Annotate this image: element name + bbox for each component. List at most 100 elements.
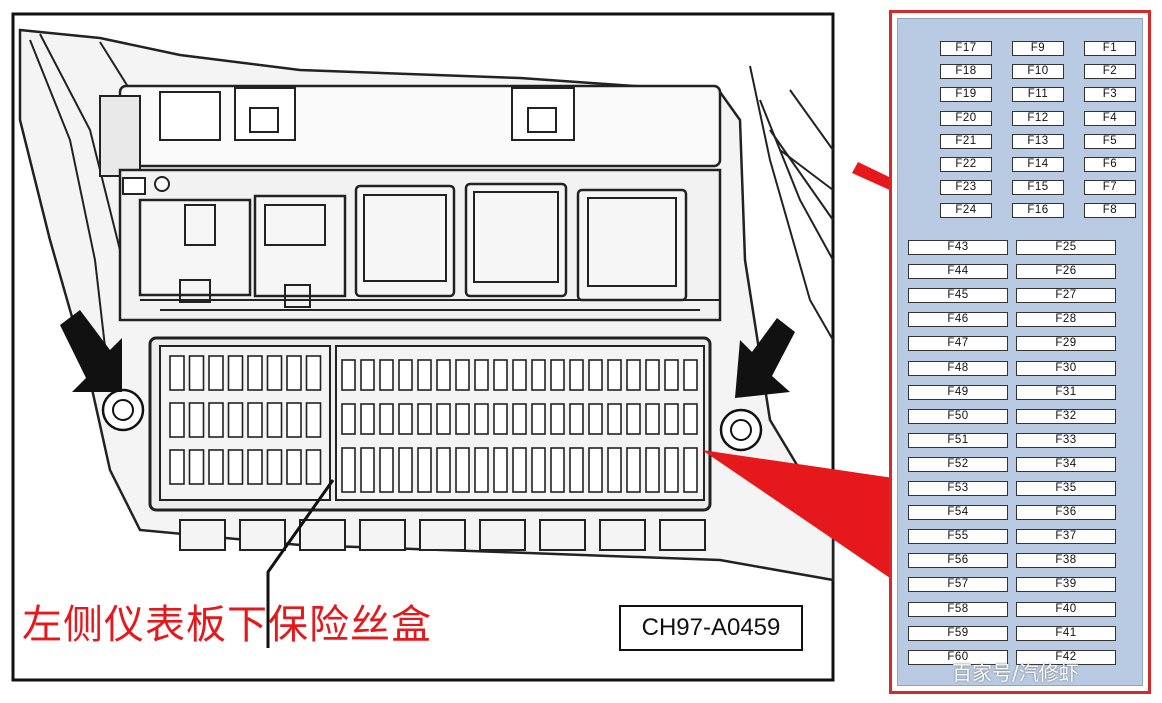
mini-fuse <box>493 359 508 391</box>
mini-fuse <box>208 355 224 391</box>
mini-fuse <box>341 359 356 391</box>
fuse-f60: F60 <box>908 649 1008 665</box>
fuse-f6: F6 <box>1084 157 1136 172</box>
fuse-f36: F36 <box>1016 505 1116 521</box>
mini-fuse <box>360 403 375 435</box>
fuse-f7: F7 <box>1084 180 1136 196</box>
mini-fuse <box>569 447 584 493</box>
red-pointer-wedge <box>702 450 893 580</box>
mini-fuse <box>683 359 698 391</box>
mini-fuse <box>305 449 322 485</box>
fuse-f24: F24 <box>940 203 992 219</box>
mini-fuse <box>455 359 470 391</box>
fuse-f38: F38 <box>1016 553 1116 569</box>
mini-fuse <box>664 403 679 435</box>
mini-fuse <box>550 359 565 391</box>
mini-fuse <box>247 355 263 391</box>
mini-fuse <box>645 359 660 391</box>
fuse-f5: F5 <box>1084 133 1136 149</box>
mini-fuse <box>341 447 356 493</box>
mini-fuse <box>588 403 603 435</box>
mini-fuse <box>169 402 185 438</box>
mini-fuse <box>188 449 205 485</box>
mini-fuse <box>417 447 432 493</box>
mini-fuse <box>247 402 263 438</box>
mini-fuse <box>588 447 603 493</box>
fuse-f57: F57 <box>908 577 1008 593</box>
fuse-f41: F41 <box>1016 625 1116 641</box>
fuse-f15: F15 <box>1012 180 1064 196</box>
fuse-f37: F37 <box>1016 529 1116 545</box>
mini-fuse <box>266 402 283 438</box>
fuse-f28: F28 <box>1016 312 1116 328</box>
mini-fuse <box>607 403 622 435</box>
mini-fuse <box>398 403 413 435</box>
mini-fuse <box>188 355 205 391</box>
fuse-f42: F42 <box>1016 649 1116 665</box>
mini-fuse <box>645 403 660 435</box>
fuse-f26: F26 <box>1016 264 1116 280</box>
fuse-f33: F33 <box>1016 432 1116 448</box>
fuse-f2: F2 <box>1084 64 1136 80</box>
watermark: 百家号/汽修虾 <box>952 661 1079 685</box>
mini-fuse <box>493 403 508 435</box>
mini-fuse <box>531 359 546 391</box>
fuse-f25: F25 <box>1016 240 1116 255</box>
mini-fuse <box>455 447 470 493</box>
mini-fuse <box>550 403 565 435</box>
fuse-f16: F16 <box>1012 203 1064 219</box>
fuse-f1: F1 <box>1084 41 1136 56</box>
mini-fuse <box>683 447 698 493</box>
mini-fuse <box>208 449 224 485</box>
mini-fuse <box>379 403 394 435</box>
fuse-f23: F23 <box>940 180 992 196</box>
mini-fuse <box>398 447 413 493</box>
mini-fuse <box>305 402 322 438</box>
mini-fuse <box>645 447 660 493</box>
fuse-f54: F54 <box>908 505 1008 521</box>
mini-fuse <box>286 449 302 485</box>
fuse-f59: F59 <box>908 625 1008 641</box>
mini-fuse <box>398 359 413 391</box>
fuse-f27: F27 <box>1016 288 1116 304</box>
mini-fuse <box>286 355 302 391</box>
fuse-f18: F18 <box>940 64 992 80</box>
mini-fuse <box>626 359 641 391</box>
mini-fuse <box>436 359 451 391</box>
mini-fuse <box>379 359 394 391</box>
mini-fuse <box>360 359 375 391</box>
mini-fuse <box>266 355 283 391</box>
fuse-f21: F21 <box>940 133 992 149</box>
fuse-f44: F44 <box>908 264 1008 280</box>
mini-fuse <box>531 447 546 493</box>
mini-fuse <box>455 403 470 435</box>
fuse-f8: F8 <box>1084 203 1136 219</box>
fuse-f49: F49 <box>908 384 1008 400</box>
mini-fuse <box>569 403 584 435</box>
mini-fuse <box>169 355 185 391</box>
mini-fuse <box>626 403 641 435</box>
fuse-f22: F22 <box>940 157 992 172</box>
fuse-f43: F43 <box>908 240 1008 255</box>
fuse-f58: F58 <box>908 601 1008 617</box>
mini-fuse <box>569 359 584 391</box>
mini-fuse <box>550 447 565 493</box>
mini-fuse <box>417 403 432 435</box>
mini-fuse <box>683 403 698 435</box>
mini-fuse <box>169 449 185 485</box>
mini-fuse <box>379 447 394 493</box>
mini-fuse <box>227 355 244 391</box>
mini-fuse <box>227 402 244 438</box>
mini-fuse <box>607 359 622 391</box>
fuse-f32: F32 <box>1016 408 1116 424</box>
fuse-f29: F29 <box>1016 336 1116 352</box>
mini-fuse <box>588 359 603 391</box>
fuse-f31: F31 <box>1016 384 1116 400</box>
mini-fuse <box>188 402 205 438</box>
mini-fuse <box>227 449 244 485</box>
fuse-f34: F34 <box>1016 456 1116 472</box>
mini-fuse <box>664 359 679 391</box>
arrow-left-bolt <box>60 310 122 392</box>
mini-fuse <box>305 355 322 391</box>
mini-fuse <box>360 447 375 493</box>
